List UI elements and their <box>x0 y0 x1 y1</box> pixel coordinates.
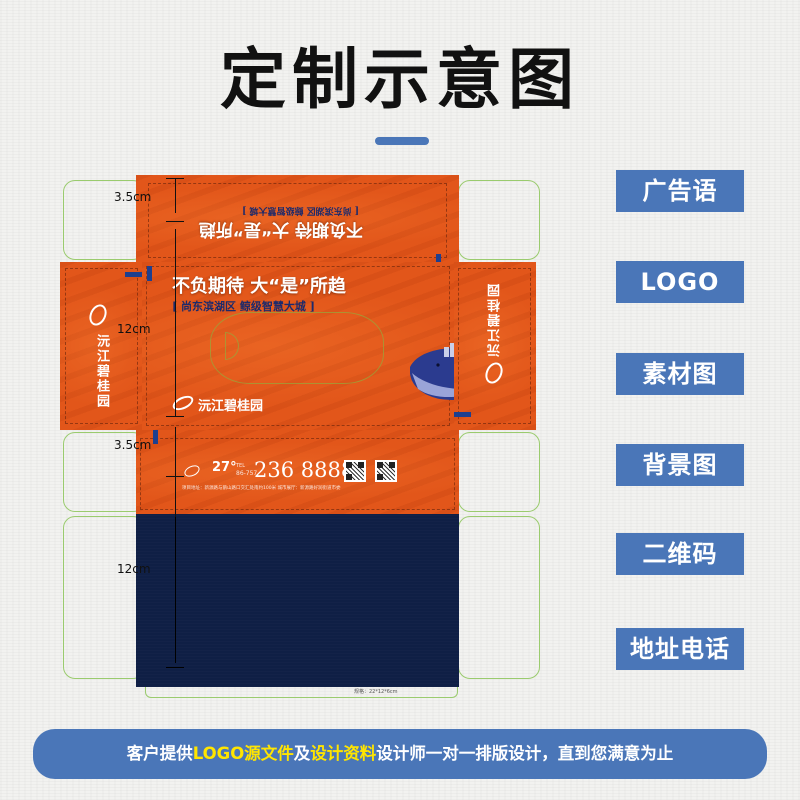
tag-logo: LOGO <box>616 261 744 303</box>
top-flap-panel: 不负期待 大“是”所趋 [ 尚东滨湖区 鲸级智慧大城 ] <box>136 175 459 262</box>
front-subline: [ 尚东滨湖区 鲸级智慧大城 ] <box>172 300 315 313</box>
measure-tick <box>166 221 184 222</box>
tag-slogan: 广告语 <box>616 170 744 212</box>
measure-tick <box>166 667 184 668</box>
measure-label-front: 12cm <box>117 322 151 336</box>
bottom-panel <box>136 514 459 687</box>
front-brand: 沅江碧桂园 <box>198 399 264 414</box>
registration-mark <box>153 430 158 444</box>
tel-label: TEL <box>236 463 245 469</box>
registration-mark <box>147 266 152 281</box>
left-side-panel: 沅江碧桂园 <box>60 262 142 430</box>
tag-address-phone: 地址电话 <box>616 628 744 670</box>
qr-code-1 <box>344 460 366 482</box>
qr-code-2 <box>375 460 397 482</box>
address-line: 项目地址：新源路与鹅山路口交汇处南约100米 城市展厅：新源路好润街道市委 <box>182 486 341 491</box>
area-code: 86-757 <box>236 470 258 477</box>
tag-background-image: 背景图 <box>616 444 744 486</box>
title-underline <box>375 137 429 145</box>
dieline-bottom-left-flap <box>63 516 145 679</box>
front-slogan: 不负期待 大“是”所趋 <box>172 276 346 297</box>
measure-label-bottom: 12cm <box>117 562 151 576</box>
footer-banner: 客户提供LOGO源文件及设计资料设计师一对一排版设计，直到您满意为止 <box>33 729 767 779</box>
page-title: 定制示意图 <box>220 41 580 118</box>
tag-qr-code: 二维码 <box>616 533 744 575</box>
top-flap-slogan: 不负期待 大“是”所趋 <box>198 219 363 239</box>
registration-mark <box>125 272 142 277</box>
spec-text: 规格：22*12*6cm <box>354 689 398 695</box>
dieline-top-right-flap <box>458 180 540 260</box>
footer-text-1: 客户提供 <box>126 744 193 763</box>
info-strip-panel: 27° TEL 86-757 236 8888 项目地址：新源路与鹅山路口交汇处… <box>136 430 459 514</box>
front-face-panel: 不负期待 大“是”所趋 [ 尚东滨湖区 鲸级智慧大城 ] 沅江碧桂园 <box>142 262 454 430</box>
phone-number: 236 8888 <box>254 458 355 482</box>
registration-mark <box>454 412 471 417</box>
measure-tick <box>166 416 184 417</box>
dieline-mid-right-flap <box>458 432 540 512</box>
number-badge: 27° <box>212 460 237 475</box>
measure-label-top: 3.5cm <box>114 190 152 204</box>
footer-text-3: 设计师一对一排版设计，直到您满意为止 <box>376 744 674 763</box>
dieline-bottom-right-flap <box>458 516 540 679</box>
measure-line-front <box>175 229 176 417</box>
right-side-panel: 沅江碧桂园 <box>454 262 536 430</box>
left-side-brand: 沅江碧桂园 <box>94 334 109 409</box>
measure-line-bottom <box>175 517 176 663</box>
registration-mark <box>436 254 441 262</box>
measure-label-strip: 3.5cm <box>114 438 152 452</box>
tissue-opening-dieline <box>210 312 384 384</box>
measure-tick <box>166 178 184 179</box>
measure-line-strip <box>175 427 176 517</box>
footer-text-2: 及 <box>293 744 311 763</box>
measure-tick <box>166 476 184 477</box>
top-flap-subline: [ 尚东滨湖区 鲸级智慧大城 ] <box>242 205 359 215</box>
right-side-brand: 沅江碧桂园 <box>488 282 503 357</box>
footer-highlight-logo: LOGO源文件 <box>192 744 294 763</box>
measure-line-top <box>175 178 176 213</box>
tag-material-image: 素材图 <box>616 353 744 395</box>
footer-highlight-design: 设计资料 <box>310 744 377 763</box>
